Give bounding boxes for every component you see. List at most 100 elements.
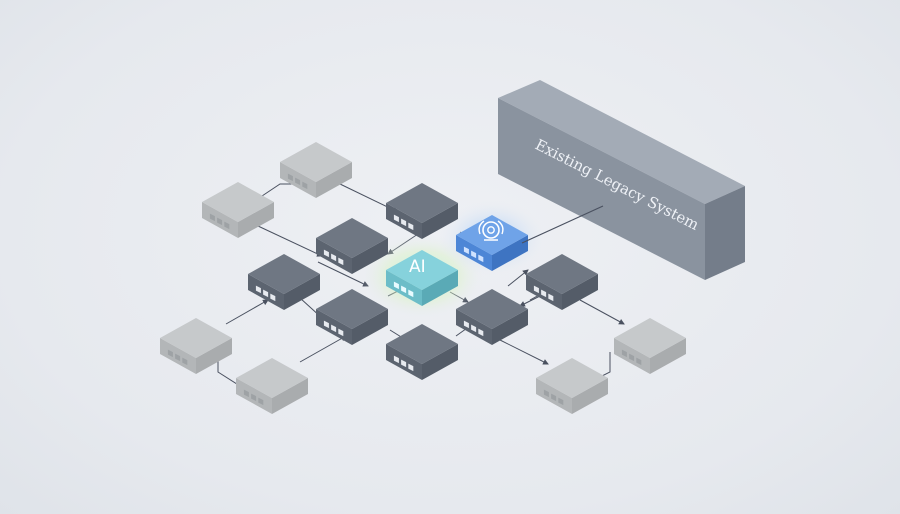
peripheral-node-port [182,357,188,366]
peripheral-node-port [543,389,549,398]
core-node-port [471,324,477,333]
core-node-port [323,249,329,258]
peripheral-node-right-face [238,202,274,238]
core-node-port [270,293,276,302]
core-node [386,183,458,239]
peripheral-node-port [621,349,627,358]
peripheral-node-port [551,393,557,402]
core-node [456,289,528,345]
agent-module-node [456,215,528,271]
peripheral-node-right-face [572,378,608,414]
peripheral-node-port [636,357,642,366]
peripheral-node [160,318,232,374]
core-node [316,289,388,345]
core-node-right-face [284,274,320,310]
ai-module-node-right-face [422,270,458,306]
peripheral-node-port [258,397,264,406]
core-node-port [463,320,469,329]
connector-arrow [225,299,269,325]
legacy-system-side-face [705,186,745,280]
core-node-top-face [456,289,528,329]
peripheral-node-port [302,181,308,190]
peripheral-node-port [243,389,249,398]
ai-module-node-port [401,285,407,294]
core-node-port [263,289,269,298]
core-node-port [393,214,399,223]
connector-arrow [257,225,323,257]
peripheral-node-port [167,349,173,358]
core-node-top-face [316,289,388,329]
core-node-port [548,293,554,302]
peripheral-node-top-face [614,318,686,358]
core-node-right-face [422,203,458,239]
core-node-top-face [386,183,458,223]
connector-arrow [317,261,369,287]
core-node-port [533,285,539,294]
agent-module-node-right-face [492,235,528,271]
ai-module-node-port [408,289,414,298]
peripheral-node [236,358,308,414]
peripheral-node [202,182,274,238]
peripheral-node-right-face [196,338,232,374]
node-blocks [160,142,686,414]
peripheral-node-port [224,221,230,230]
core-node-right-face [492,309,528,345]
core-node-top-face [386,324,458,364]
peripheral-node-top-face [536,358,608,398]
core-node-top-face [248,254,320,294]
core-node-top-face [316,218,388,258]
peripheral-node-right-face [650,338,686,374]
core-node-port [338,257,344,266]
ai-module-node-port [393,281,399,290]
peripheral-node-right-face [316,162,352,198]
core-node [316,218,388,274]
connector-arrow [519,295,541,307]
core-node-port [255,285,261,294]
peripheral-node-port [217,217,223,226]
peripheral-node-top-face [202,182,274,222]
peripheral-node-port [558,397,564,406]
peripheral-node-top-face [280,142,352,182]
connector-arrow [579,299,625,325]
legacy-to-agent-connector [521,205,604,244]
peripheral-node [614,318,686,374]
core-node-port [338,328,344,337]
core-node-port [323,320,329,329]
peripheral-node-top-face [160,318,232,358]
legacy-system-top-face [498,80,745,204]
core-node-port [408,222,414,231]
ai-agent-icon [478,220,504,241]
ai-module-label: AI [409,257,426,277]
agent-module-node-top-face [456,215,528,255]
connector-arrow [299,335,347,363]
peripheral-node-port [295,177,301,186]
core-node-port [401,218,407,227]
peripheral-node-port [251,393,257,402]
peripheral-node-right-face [272,378,308,414]
peripheral-node [536,358,608,414]
core-node [526,254,598,310]
core-node-right-face [422,344,458,380]
core-node-port [541,289,547,298]
legacy-system-front-face [498,98,705,280]
core-node-top-face [526,254,598,294]
core-node-port [401,359,407,368]
core-node-port [331,324,337,333]
core-node-right-face [352,309,388,345]
connector-elbow [261,183,296,197]
peripheral-node-port [629,353,635,362]
core-node-port [408,363,414,372]
connector-arrow [507,269,529,287]
ai-module-node-top-face [386,250,458,290]
peripheral-node-port [209,213,215,222]
peripheral-node-port [287,173,293,182]
peripheral-node [280,142,352,198]
core-node-port [393,355,399,364]
core-node [386,324,458,380]
agent-module-node-port [463,246,469,255]
peripheral-node-top-face [236,358,308,398]
ai-module-node [386,250,458,306]
agent-module-node-port [478,254,484,263]
